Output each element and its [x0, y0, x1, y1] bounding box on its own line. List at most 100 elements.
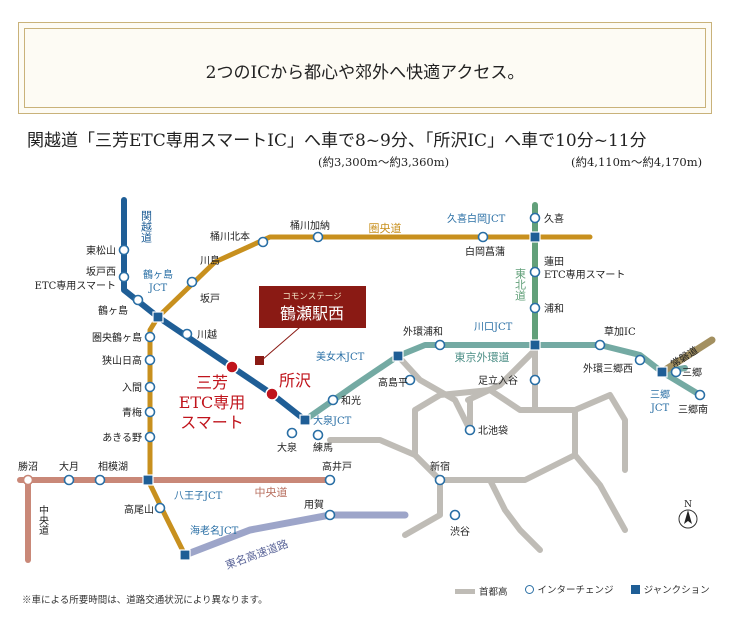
ic-label: 白岡菖蒲: [465, 245, 505, 258]
ic-marker: [144, 381, 156, 393]
jct-label: JCT: [650, 403, 670, 414]
jct-label: 三郷: [650, 389, 670, 401]
ic-marker: [144, 354, 156, 366]
ic-markers: [63, 212, 706, 521]
distance-note-tokorozawa: (約4,110m～約4,170m): [571, 155, 703, 169]
ic-label: ETC専用スマート: [544, 269, 625, 281]
chuo-v-label: 中央道: [37, 504, 49, 535]
legend: 首都高 インターチェンジ ジャンクション: [455, 582, 724, 598]
ic-label: 足立入谷: [478, 374, 518, 387]
ic-label: 三郷: [682, 367, 702, 379]
ic-marker: [186, 276, 198, 288]
ic-marker: [132, 294, 144, 306]
property-box: [259, 286, 366, 328]
ic-label: 東松山: [86, 244, 116, 257]
jct-marker: [152, 311, 164, 323]
ic-label: 久喜: [544, 212, 564, 225]
jct-markers: [142, 231, 668, 561]
compass-icon: N: [678, 500, 698, 529]
ic-marker: [529, 212, 541, 224]
miyoshi-line2: ETC専用: [179, 393, 246, 412]
ic-marker: [670, 366, 682, 378]
tomei-road: [181, 511, 409, 559]
ic-marker: [529, 302, 541, 314]
tokorozawa-label: 所沢: [279, 371, 311, 390]
banner-frame: [24, 28, 706, 108]
footnote: ※車による所要時間は、道路交通状況により異なります。: [22, 595, 268, 606]
ic-marker: [529, 266, 541, 278]
ic-label: 高島平: [378, 376, 408, 389]
ic-label: ETC専用スマート: [35, 280, 116, 292]
jct-label: 鶴ヶ島: [143, 268, 173, 281]
tohoku-label: 東北道: [514, 268, 527, 301]
ic-label: 川島: [200, 254, 220, 267]
ic-marker: [477, 231, 489, 243]
legend-ic-label: インターチェンジ: [537, 585, 614, 596]
ic-marker: [144, 431, 156, 443]
ic-marker: [634, 354, 646, 366]
ic-marker: [22, 474, 34, 486]
ic-marker: [118, 271, 130, 283]
jct-marker: [392, 350, 404, 362]
legend-jct-label: ジャンクション: [643, 585, 710, 596]
ic-label: 三郷南: [678, 403, 708, 416]
jct-label: 久喜白岡JCT: [447, 212, 506, 225]
distance-note-miyoshi: (約3,300m～約3,360m): [318, 155, 450, 169]
ic-label: 勝沼: [18, 460, 38, 473]
jct-marker: [299, 414, 311, 426]
jct-marker: [529, 339, 541, 351]
ic-marker: [312, 429, 324, 441]
jct-label: 八王子JCT: [174, 490, 223, 502]
ic-marker: [63, 474, 75, 486]
ic-marker: [404, 374, 416, 386]
ic-label: 圏央鶴ヶ島: [92, 331, 142, 344]
ic-label: 高井戸: [322, 460, 352, 473]
ic-label: 渋谷: [450, 525, 470, 538]
jct-label: 美女木JCT: [316, 350, 365, 363]
compass-label: N: [684, 500, 692, 510]
ic-label: 鶴ヶ島: [98, 304, 128, 317]
ic-label: あきる野: [102, 432, 142, 444]
tokorozawa-ic-marker: [265, 387, 279, 401]
ic-label: 坂戸: [200, 293, 220, 305]
legend-ic: インターチェンジ: [524, 582, 614, 596]
ic-label: 和光: [341, 394, 361, 407]
jct-label: 大泉JCT: [313, 414, 352, 427]
ic-label: 蓮田: [544, 255, 564, 268]
kenodo-label: 圏央道: [369, 221, 402, 235]
miyoshi-label: 三芳 ETC専用 スマート: [179, 373, 246, 432]
ic-marker: [434, 339, 446, 351]
ic-label: 草加IC: [604, 326, 636, 338]
joban-road: [658, 336, 716, 376]
expressway-swatch-icon: [455, 588, 475, 594]
legend-expressway: 首都高: [455, 584, 508, 598]
ic-label: 青梅: [122, 406, 142, 419]
ic-label: 狭山日高: [102, 354, 142, 367]
ic-marker: [144, 406, 156, 418]
jct-labels: 鶴ヶ島 JCT 久喜白岡JCT 美女木JCT 川口JCT 大泉JCT 三郷 JC…: [143, 212, 670, 537]
ic-marker: [529, 374, 541, 386]
jct-marker: [656, 366, 668, 378]
ic-markers-chuo: [22, 474, 34, 486]
ic-label: 大月: [59, 460, 79, 473]
property-marker: [255, 356, 264, 365]
gaikan-label: 東京外環道: [455, 350, 510, 364]
ic-marker: [144, 331, 156, 343]
ic-marker: [449, 509, 461, 521]
ic-marker: [154, 502, 166, 514]
legend-jct: ジャンクション: [630, 582, 710, 596]
ic-label: 大泉: [277, 441, 297, 454]
ic-label: 外環三郷西: [583, 363, 633, 375]
kanetsu-label: 関越道: [140, 210, 153, 243]
ic-label: 入間: [122, 382, 142, 394]
ic-label: 坂戸西: [86, 266, 116, 278]
ic-marker: [286, 427, 298, 439]
jct-square-icon: [630, 584, 640, 594]
ic-label: 新宿: [430, 460, 450, 473]
ic-marker: [594, 339, 606, 351]
subtitle: 関越道「三芳ETC専用スマートIC」へ車で8~9分、「所沢IC」へ車で10分~1…: [27, 131, 647, 151]
ic-marker: [324, 474, 336, 486]
ic-label: 外環浦和: [403, 325, 443, 338]
ic-label: 相模湖: [98, 460, 128, 473]
